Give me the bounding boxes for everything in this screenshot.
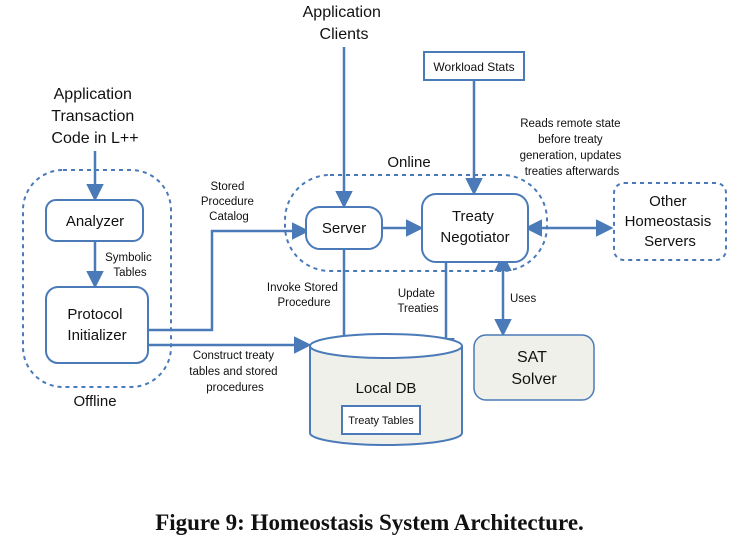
construct-line-1: Construct treaty <box>193 350 274 362</box>
edge-protocol-to-server <box>148 222 310 332</box>
negotiator-line-2: Negotiator <box>440 229 509 246</box>
reads-line-2: before treaty <box>538 134 603 146</box>
sat-solver-label: SAT Solver <box>511 349 557 388</box>
stored-line-1: Stored <box>210 181 244 193</box>
other-line-3: Servers <box>644 233 696 250</box>
app-clients-label: Application Clients <box>303 4 386 43</box>
construct-line-3: procedures <box>206 382 264 394</box>
update-treaties-label: Update Treaties <box>397 288 438 315</box>
sat-line-1: SAT <box>517 349 547 366</box>
other-servers-label: Other Homeostasis Servers <box>625 193 716 250</box>
symbolic-tables-label: Symbolic Tables <box>105 252 155 279</box>
other-servers-box <box>613 182 727 261</box>
server-label: Server <box>322 220 366 237</box>
local-db-label: Local DB <box>356 380 417 397</box>
stored-line-3: Catalog <box>209 211 249 223</box>
treaty-negotiator-box <box>421 193 529 263</box>
reads-line-3: generation, updates <box>520 150 622 162</box>
app-code-line-2: Transaction <box>51 108 134 125</box>
treaty-negotiator-label: Treaty Negotiator <box>440 208 509 246</box>
app-clients-line-2: Clients <box>320 26 369 43</box>
protocol-line-2: Initializer <box>67 327 126 344</box>
uses-label: Uses <box>510 293 536 305</box>
treaty-tables-box <box>341 405 421 435</box>
app-code-label: Application Transaction Code in L++ <box>51 86 138 147</box>
construct-line-2: tables and stored <box>189 366 277 378</box>
protocol-line-1: Protocol <box>67 306 122 323</box>
analyzer-box <box>45 199 144 242</box>
reads-remote-label: Reads remote state before treaty generat… <box>520 118 625 178</box>
figure-caption: Figure 9: Homeostasis System Architectur… <box>155 510 584 535</box>
negotiator-line-1: Treaty <box>452 208 494 225</box>
update-line-2: Treaties <box>397 303 438 315</box>
protocol-initializer-label: Protocol Initializer <box>67 306 126 344</box>
app-clients-line-1: Application <box>303 4 381 21</box>
sat-line-2: Solver <box>511 371 557 388</box>
workload-stats-box <box>423 51 525 81</box>
offline-region <box>22 169 172 388</box>
architecture-diagram: Application Clients Application Transact… <box>22 4 727 446</box>
other-line-2: Homeostasis <box>625 213 712 230</box>
protocol-initializer-box <box>45 286 149 364</box>
reads-line-4: treaties afterwards <box>525 166 620 178</box>
update-line-1: Update <box>398 288 435 300</box>
sat-solver-box <box>473 334 595 401</box>
treaty-tables-label: Treaty Tables <box>348 415 414 427</box>
app-code-line-1: Application <box>54 86 132 103</box>
symbolic-line-1: Symbolic <box>105 252 152 264</box>
online-label: Online <box>387 154 430 171</box>
offline-label: Offline <box>73 393 116 410</box>
construct-treaty-label: Construct treaty tables and stored proce… <box>189 350 280 394</box>
reads-line-1: Reads remote state <box>520 118 620 130</box>
invoke-stored-label: Invoke Stored Procedure <box>267 282 341 309</box>
other-line-1: Other <box>649 193 687 210</box>
server-box <box>305 206 383 250</box>
invoke-line-1: Invoke Stored <box>267 282 338 294</box>
app-code-line-3: Code in L++ <box>51 130 138 147</box>
workload-stats-label: Workload Stats <box>433 60 514 74</box>
invoke-line-2: Procedure <box>277 297 330 309</box>
stored-line-2: Procedure <box>201 196 254 208</box>
analyzer-label: Analyzer <box>66 213 124 230</box>
symbolic-line-2: Tables <box>113 267 146 279</box>
stored-catalog-label: Stored Procedure Catalog <box>201 181 257 223</box>
